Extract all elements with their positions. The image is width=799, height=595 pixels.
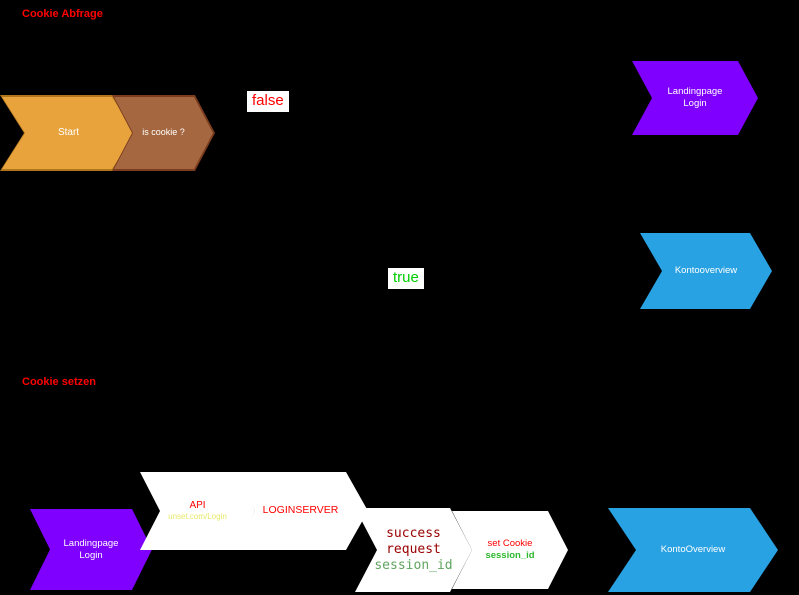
node-landingpage-login-top[interactable]: Landingpage Login — [632, 61, 758, 135]
node-kontooverview-bottom-label: KontoOverview — [660, 544, 726, 556]
node-kontooverview-top-label: Kontooverview — [674, 265, 738, 277]
section-title-cookie-setzen: Cookie setzen — [22, 376, 96, 388]
node-start[interactable]: Start — [0, 95, 137, 171]
node-api-label: API — [189, 499, 206, 511]
node-success-request-line3: session_id — [374, 558, 453, 574]
node-landingpage-login-bottom[interactable]: Landingpage Login — [30, 509, 152, 590]
node-landingpage-login-top-line2: Login — [683, 98, 707, 109]
node-kontooverview-top[interactable]: Kontooverview — [640, 233, 772, 309]
node-landingpage-login-bottom-line1: Landingpage — [63, 537, 119, 549]
node-set-cookie-line2: session_id — [485, 550, 535, 561]
node-set-cookie-line1: set Cookie — [487, 538, 533, 550]
node-kontooverview-bottom[interactable]: KontoOverview — [608, 508, 778, 592]
node-success-request-line2: request — [386, 541, 441, 557]
node-api-url-label: unset.com/Login — [168, 512, 227, 522]
node-start-label: Start — [57, 126, 80, 138]
edge-label-false: false — [247, 91, 289, 112]
node-landingpage-login-top-line1: Landingpage — [667, 86, 723, 98]
node-success-request[interactable]: success request session_id — [355, 508, 472, 592]
node-is-cookie-label: is cookie ? — [142, 127, 185, 138]
section-title-cookie-abfrage: Cookie Abfrage — [22, 8, 103, 20]
node-api[interactable]: API unset.com/Login — [140, 472, 255, 550]
edge-label-true: true — [388, 268, 424, 289]
node-success-request-line1: success — [386, 525, 441, 541]
node-loginserver-label: LOGINSERVER — [262, 504, 339, 517]
node-landingpage-login-bottom-line2: Login — [79, 549, 103, 561]
node-loginserver[interactable]: LOGINSERVER — [233, 472, 368, 550]
